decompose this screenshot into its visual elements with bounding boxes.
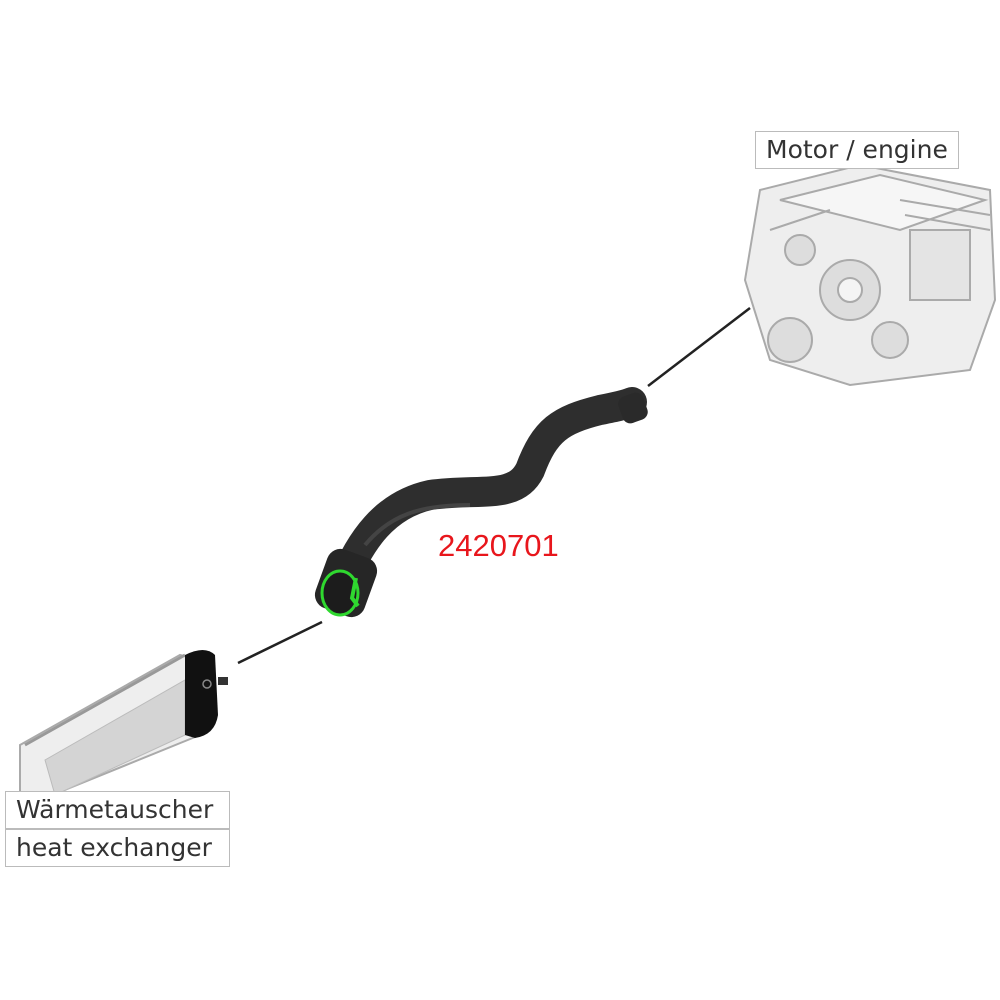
heat-exchanger-label-de: Wärmetauscher bbox=[5, 791, 230, 829]
leader-lines bbox=[237, 307, 751, 665]
engine-illustration bbox=[743, 163, 997, 387]
heat-exchanger-label-en: heat exchanger bbox=[5, 829, 230, 867]
part-number: 2420701 bbox=[438, 528, 559, 563]
heat-exchanger-illustration bbox=[19, 650, 228, 801]
hose-part[interactable] bbox=[311, 387, 650, 621]
engine-label: Motor / engine bbox=[755, 131, 959, 169]
